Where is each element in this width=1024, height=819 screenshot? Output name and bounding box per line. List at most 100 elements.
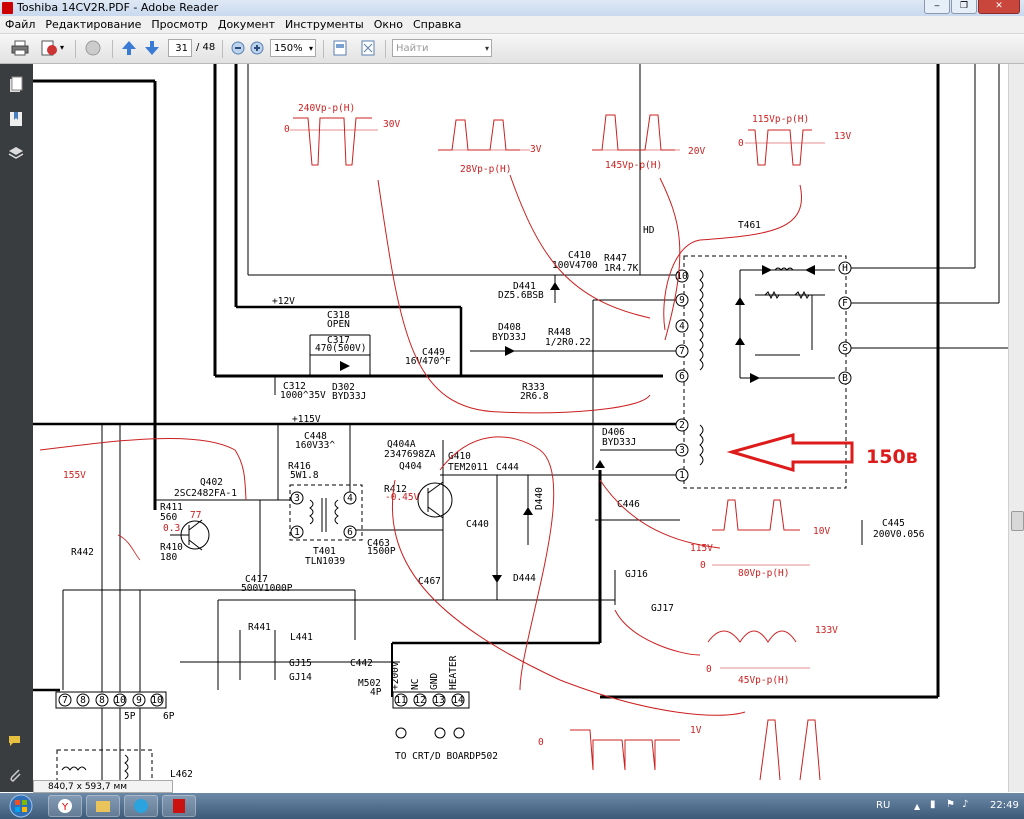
label-q402: Q402 (200, 477, 223, 488)
label-r333-value: 2R6.8 (520, 391, 549, 402)
menu-file[interactable]: Файл (5, 18, 36, 31)
taskbar-explorer-icon[interactable] (86, 795, 120, 817)
flag-icon[interactable]: ⚑ (946, 799, 955, 810)
wave-115v: 115V (690, 543, 713, 554)
label-c318: C318 (327, 310, 350, 321)
label-r448-value: 1/2R0.22 (545, 337, 591, 348)
close-button[interactable]: ✕ (978, 0, 1020, 14)
wave-zero: 0 (706, 664, 712, 675)
next-page-icon[interactable] (143, 39, 161, 57)
label-gj14: GJ14 (289, 672, 312, 683)
previous-page-icon[interactable] (120, 39, 138, 57)
scrollbar-thumb[interactable] (1011, 511, 1024, 531)
wave-20v: 20V (688, 146, 705, 157)
bookmarks-icon[interactable] (8, 110, 24, 128)
taskbar-telegram-icon[interactable] (124, 795, 158, 817)
label-c317-value: 470(500V) (315, 343, 366, 354)
label-c410: C410 (568, 250, 591, 261)
print-icon[interactable] (11, 39, 29, 57)
start-button[interactable] (3, 793, 39, 819)
label-r333: R333 (522, 382, 545, 393)
label-gj17: GJ17 (651, 603, 674, 614)
fbt-pin-6: 6 (679, 371, 685, 382)
zoom-out-icon[interactable] (229, 39, 247, 57)
create-pdf-icon[interactable] (40, 39, 58, 57)
wave-77: 77 (190, 510, 201, 521)
label-m502: M502 (358, 678, 381, 689)
menu-view[interactable]: Просмотр (151, 18, 208, 31)
search-placeholder: Найти (396, 43, 429, 54)
fit-page-icon[interactable] (331, 39, 349, 57)
taskbar-yandex-icon[interactable]: Y (48, 795, 82, 817)
page-number-input[interactable]: 31 (168, 39, 192, 57)
menu-edit[interactable]: Редактирование (45, 18, 142, 31)
maximize-button[interactable]: ❐ (951, 0, 977, 14)
connector-pin: 7 (62, 695, 68, 706)
fbt-pin-10: 10 (676, 271, 688, 282)
wave-13v: 13V (834, 131, 851, 142)
t401-pin-6: 6 (347, 527, 353, 538)
label-c448-value: 160V33^ (295, 440, 335, 451)
toolbar: ▾ 31 / 48 150%▾ Найти▾ (0, 34, 1024, 64)
label-heater: HEATER (448, 655, 459, 690)
connector-pin: 9 (136, 695, 142, 706)
label-d440: D440 (534, 487, 545, 510)
label-r410-value: 180 (160, 552, 177, 563)
label-12v: +12V (272, 296, 295, 307)
label-t401: T401 (313, 546, 336, 557)
terminal-s: S (842, 343, 848, 354)
wave-240v: 240Vp-p(H) (298, 103, 355, 114)
label-q402-value: 2SC2482FA-1 (174, 488, 237, 499)
m502-pin: 13 (433, 695, 444, 706)
label-6p: 6P (163, 711, 175, 722)
fbt-pin-4: 4 (679, 321, 685, 332)
label-d444: D444 (513, 573, 536, 584)
full-screen-icon[interactable] (359, 39, 377, 57)
menu-window[interactable]: Окно (373, 18, 403, 31)
label-nc: NC (410, 679, 421, 690)
label-d441-value: DZ5.6BSB (498, 290, 544, 301)
comments-icon[interactable] (8, 732, 24, 750)
vertical-scrollbar[interactable] (1008, 64, 1024, 792)
volume-icon[interactable]: ♪ (962, 799, 969, 810)
pages-icon[interactable] (8, 76, 24, 94)
wave-28v: 28Vp-p(H) (460, 164, 511, 175)
label-r416: R416 (288, 461, 311, 472)
label-c446: C446 (617, 499, 640, 510)
title-bar: Toshiba 14CV2R.PDF - Adobe Reader ‒ ❐ ✕ (0, 0, 1024, 16)
label-c463: C463 (367, 538, 390, 549)
label-t401-value: TLN1039 (305, 556, 345, 567)
label-c417-value: 500V1000P (241, 583, 293, 594)
label-d302: D302 (332, 382, 355, 393)
wave-80v: 80Vp-p(H) (738, 568, 789, 579)
language-indicator[interactable]: RU (876, 800, 891, 811)
label-c467: C467 (418, 576, 441, 587)
menu-tools[interactable]: Инструменты (285, 18, 364, 31)
network-icon[interactable]: ▮ (930, 799, 936, 810)
menu-document[interactable]: Документ (217, 18, 275, 31)
minimize-button[interactable]: ‒ (924, 0, 950, 14)
label-r412: R412 (384, 484, 407, 495)
label-c444: C444 (496, 462, 519, 473)
label-t461: T461 (738, 220, 761, 231)
label-q404a: Q404A (387, 439, 416, 450)
clock[interactable]: 22:49 (990, 800, 1019, 811)
page-size-indicator: 840,7 x 593,7 мм (33, 780, 173, 793)
chevron-down-icon[interactable]: ▾ (60, 43, 65, 52)
label-c317: C317 (327, 335, 350, 346)
layers-icon[interactable] (8, 144, 24, 162)
attachments-icon[interactable] (8, 766, 24, 784)
search-input[interactable]: Найти▾ (392, 39, 492, 57)
zoom-select[interactable]: 150%▾ (270, 39, 316, 57)
label-l441: L441 (290, 632, 313, 643)
document-view[interactable]: 10 9 4 7 6 2 3 1 H F S B (33, 64, 1008, 792)
tray-expand-icon[interactable]: ▲ (914, 802, 921, 811)
label-d441: D441 (513, 281, 536, 292)
wave-045v: -0.45V (385, 492, 420, 503)
taskbar-adobe-icon[interactable] (162, 795, 196, 817)
share-icon[interactable] (84, 39, 102, 57)
label-c463-value: 1500P (367, 546, 396, 557)
label-d302-value: BYD33J (332, 391, 366, 402)
menu-help[interactable]: Справка (412, 18, 462, 31)
zoom-in-icon[interactable] (248, 39, 266, 57)
